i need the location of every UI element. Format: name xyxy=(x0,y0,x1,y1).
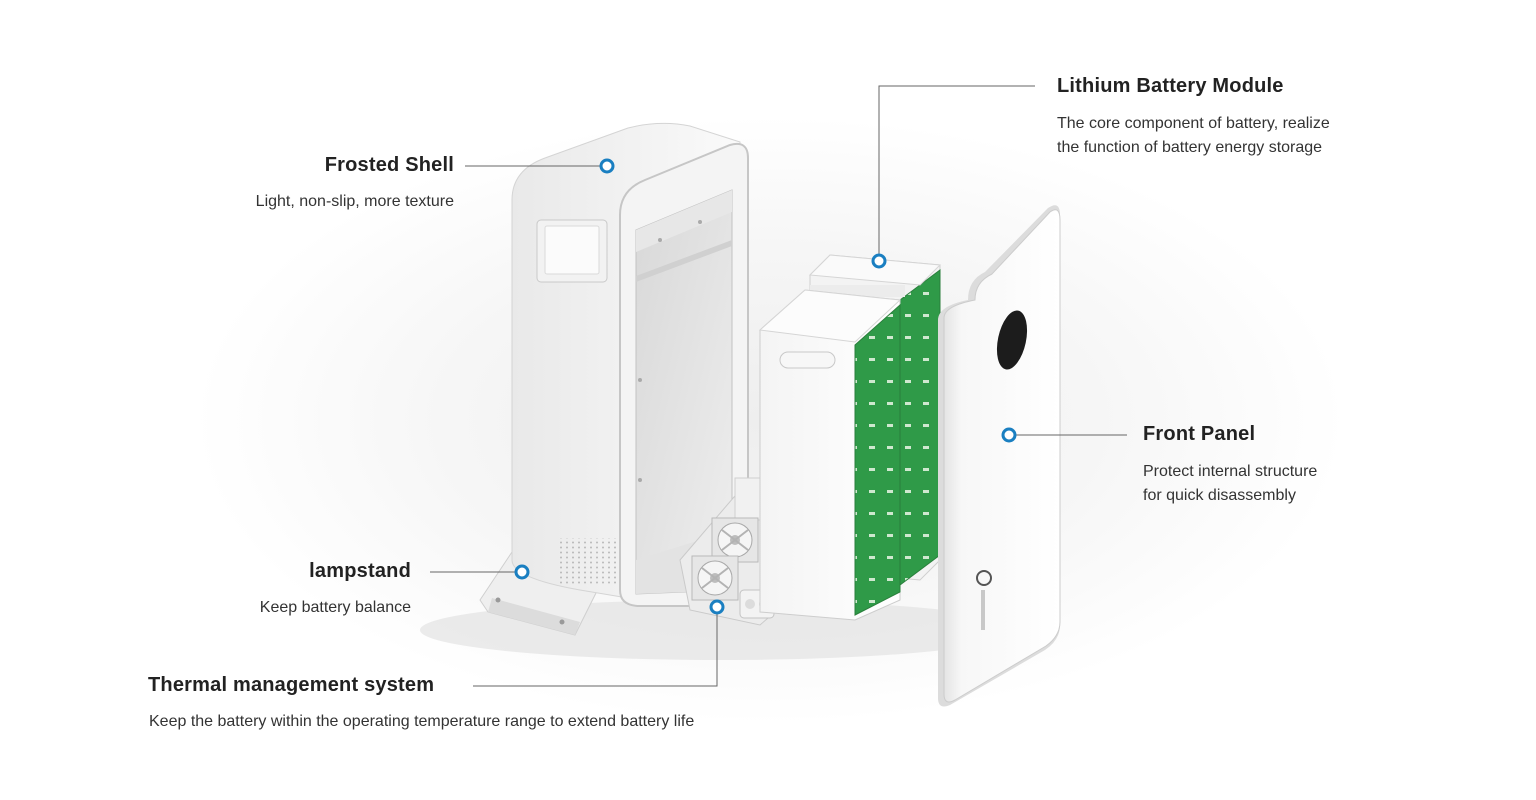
battery-module-front xyxy=(758,289,902,621)
thermal-desc: Keep the battery within the operating te… xyxy=(149,713,695,730)
frosted-shell-desc: Light, non-slip, more texture xyxy=(255,193,454,210)
marker-lampstand xyxy=(514,564,530,580)
brand-logo-icon xyxy=(976,570,992,586)
leader-lines xyxy=(430,85,1127,687)
lithium-module-desc-line1: The core component of battery, realize xyxy=(1057,115,1330,132)
thermal-title: Thermal management system xyxy=(148,674,435,696)
marker-front-panel xyxy=(1001,427,1017,443)
front-panel-title: Front Panel xyxy=(1143,423,1256,445)
lampstand-title: lampstand xyxy=(309,560,411,582)
display-window-icon xyxy=(996,310,1028,370)
front-panel-desc-line1: Protect internal structure xyxy=(1143,463,1318,480)
leader-thermal xyxy=(473,614,718,687)
markers xyxy=(514,158,1017,615)
marker-frosted-shell xyxy=(599,158,615,174)
marker-thermal xyxy=(709,599,725,615)
lampstand-desc: Keep battery balance xyxy=(259,599,411,616)
leader-lithium-module xyxy=(878,85,1035,254)
lithium-module-desc-line2: the function of battery energy storage xyxy=(1057,139,1323,156)
front-panel-desc-line2: for quick disassembly xyxy=(1143,487,1296,504)
lithium-module-title: Lithium Battery Module xyxy=(1057,75,1284,97)
frosted-shell-title: Frosted Shell xyxy=(324,154,454,176)
marker-lithium-module xyxy=(871,253,887,269)
frosted-shell-part xyxy=(511,122,749,607)
front-panel-part xyxy=(938,205,1061,707)
